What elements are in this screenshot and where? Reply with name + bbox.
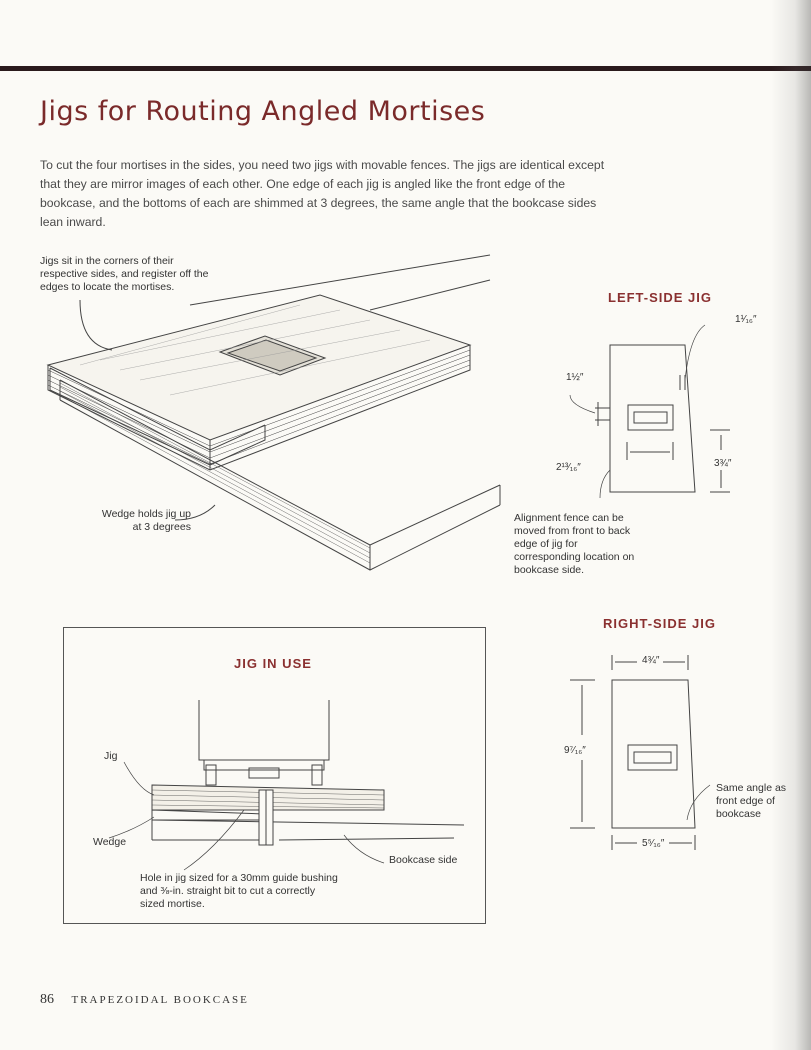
intro-paragraph: To cut the four mortises in the sides, y… <box>40 158 605 229</box>
caption-hole: Hole in jig sized for a 30mm guide bushi… <box>140 872 338 910</box>
caption-wedge: Wedge holds jig up at 3 degrees <box>101 508 191 533</box>
section-name: Trapezoidal Bookcase <box>71 994 249 1006</box>
page-edge-shadow <box>771 0 811 1050</box>
left-jig-heading: LEFT-SIDE JIG <box>608 290 713 305</box>
left-jig-caption: Alignment fence can be moved from front … <box>514 512 635 576</box>
right-jig-diagram <box>570 655 711 850</box>
left-jig-dim-1-1-16: 1¹⁄₁₆″ <box>735 314 757 325</box>
right-jig-dim-height: 9⁷⁄₁₆″ <box>564 745 586 756</box>
jig-in-use-heading: JIG IN USE <box>234 656 312 671</box>
page-footer: 86 Trapezoidal Bookcase <box>40 992 249 1008</box>
right-jig-heading: RIGHT-SIDE JIG <box>603 616 716 631</box>
page-title: Jigs for Routing Angled Mortises <box>40 96 486 127</box>
right-jig-dim-top: 4¾″ <box>642 655 660 666</box>
jig-in-use-diagram <box>108 700 465 871</box>
right-jig-caption: Same angle as front edge of bookcase <box>716 782 787 820</box>
left-jig-dim-fence: 1½″ <box>566 372 584 383</box>
left-jig-dim-width: 2¹³⁄₁₆″ <box>556 462 581 473</box>
right-jig-dim-bottom: 5⁵⁄₁₆″ <box>642 838 665 849</box>
label-jig: Jig <box>104 750 118 762</box>
left-jig-dim-height: 3¾″ <box>714 458 732 469</box>
jig-in-use-panel <box>63 627 486 924</box>
caption-jig-corners: Jigs sit in the corners of their respect… <box>40 255 209 293</box>
page-number: 86 <box>40 992 54 1007</box>
top-rule <box>0 66 811 71</box>
main-jig-illustration <box>46 254 501 571</box>
label-bookcase-side: Bookcase side <box>389 854 458 866</box>
label-wedge: Wedge <box>93 836 127 848</box>
left-jig-diagram <box>569 324 730 499</box>
